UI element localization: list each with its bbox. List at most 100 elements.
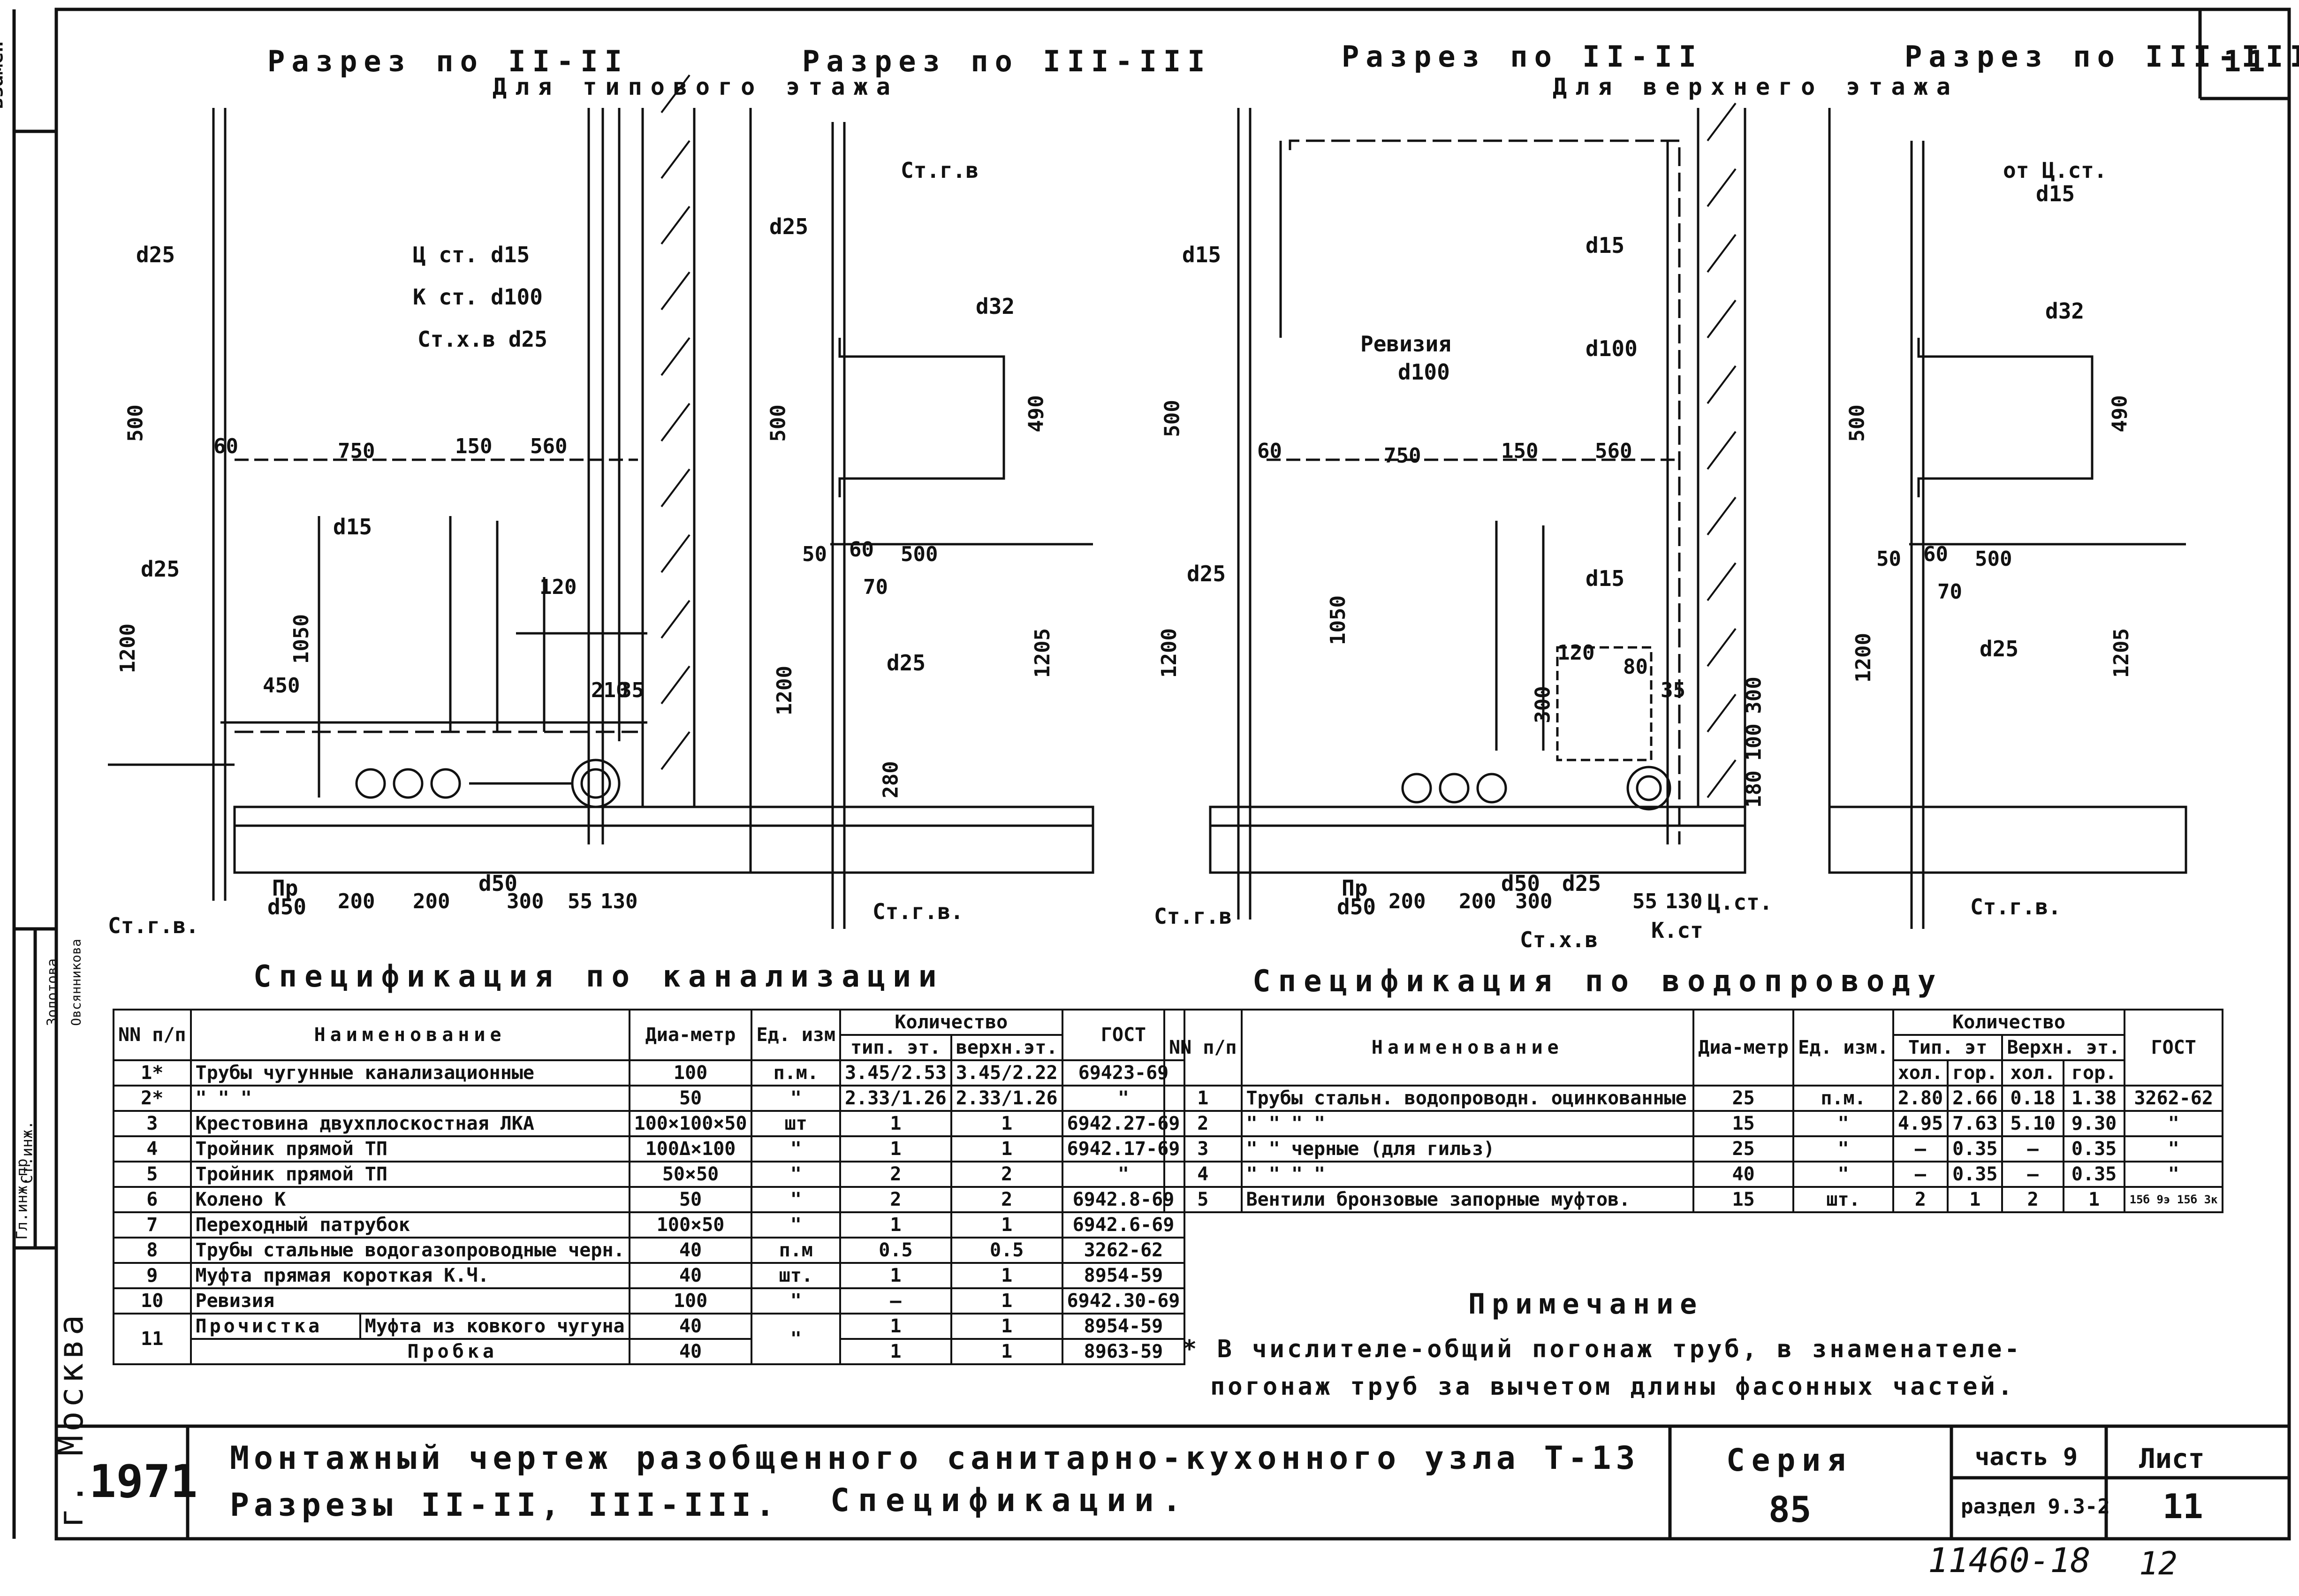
dim-200-a: 200 — [338, 889, 375, 913]
label-tsst: Ц.ст. — [1707, 889, 1773, 915]
dim-35-b: 35 — [1661, 678, 1685, 702]
dim-300-d: 300 — [1515, 889, 1553, 913]
label-d25-c: d25 — [769, 214, 809, 239]
cell-n: 7 — [113, 1211, 192, 1239]
water-col-top-cold: хол. — [2001, 1059, 2064, 1087]
stamp-title-3: Спецификации. — [830, 1482, 1190, 1519]
dim-50-b: 50 — [1876, 547, 1901, 571]
cell-top: 1 — [950, 1262, 1063, 1289]
label-d25-g: d25 — [1980, 636, 2019, 661]
cell-top: 1 — [950, 1135, 1063, 1163]
cell-typ: 2 — [839, 1186, 952, 1213]
stamp-bottom-number: 11460-18 — [1928, 1541, 2091, 1580]
dim-150-a: 150 — [455, 434, 493, 458]
cell-unit: " — [1792, 1135, 1894, 1163]
sewer-col-top: верхн.эт. — [950, 1034, 1063, 1061]
dim-70-b: 70 — [1937, 580, 1962, 604]
cell-uc: 2 — [2001, 1186, 2064, 1213]
cell-diam: 100×50 — [628, 1211, 753, 1239]
label-ts-d15: Ц ст. d15 — [413, 242, 530, 267]
cell-diam: 50×50 — [628, 1161, 753, 1188]
cell-tc: — — [1892, 1161, 1949, 1188]
table-row: 4" " " "40"—0.35—0.35" — [1163, 1161, 2223, 1188]
cell-name: " " " " — [1240, 1110, 1694, 1137]
cell-name: Переходный патрубок — [190, 1211, 630, 1239]
table-row: Пробка 40 1 1 8963-59 — [114, 1338, 1186, 1365]
cell-typ: 2.33/1.26 — [839, 1085, 952, 1112]
cell-diam: 40 — [628, 1313, 753, 1340]
stamp-section: раздел 9.3-2 — [1961, 1495, 2110, 1519]
cell-gost: 3262-62 — [2124, 1085, 2223, 1112]
dim-70-a: 70 — [863, 575, 888, 599]
cell-diam: 50 — [628, 1186, 753, 1213]
cell-gost: 3262-62 — [1061, 1237, 1186, 1264]
label-d15-a: d15 — [333, 514, 372, 540]
water-col-name: Наименование — [1240, 1009, 1694, 1087]
cell-tc: 2.80 — [1892, 1085, 1949, 1112]
table-row: 3" " черные (для гильз)25"—0.35—0.35" — [1163, 1135, 2223, 1163]
label-revizia: Ревизия — [1360, 331, 1451, 357]
dim-50-a: 50 — [802, 542, 827, 566]
dim-500-f: 500 — [1975, 547, 2012, 571]
cell-typ: 0.5 — [839, 1237, 952, 1264]
water-col-typ: Тип. эт — [1892, 1034, 2003, 1061]
dim-55-a: 55 — [568, 889, 592, 913]
sewer-col-typ: тип. эт. — [839, 1034, 952, 1061]
cell-th: 0.35 — [1947, 1135, 2003, 1163]
label-d100-b: d100 — [1586, 336, 1638, 361]
section-title-iii-typical: Разрез по III-III — [802, 44, 1212, 78]
stamp-year: 1971 — [89, 1455, 198, 1508]
cell-n: 5 — [1163, 1186, 1243, 1213]
cell-n: 9 — [113, 1262, 192, 1289]
cell-unit: п.м. — [1792, 1085, 1894, 1112]
note-title: Примечание — [1468, 1288, 1704, 1321]
cell-diam: 100 — [628, 1059, 753, 1087]
dim-1050-a: 1050 — [289, 614, 313, 664]
sewer-col-diam: Диа-метр — [628, 1009, 753, 1061]
cell-subname: Муфта из ковкого чугуна — [364, 1315, 625, 1337]
dim-560-a: 560 — [530, 434, 568, 458]
cell-unit: шт. — [751, 1262, 842, 1289]
label-stgv-b: Ст.г.в — [901, 158, 979, 183]
cell-subname: Пробка — [190, 1338, 630, 1365]
cell-n: 1 — [1163, 1085, 1243, 1112]
dim-100-a: 100 — [1742, 723, 1766, 761]
cell-top: 1 — [950, 1211, 1063, 1239]
dim-120-b: 120 — [1557, 641, 1595, 665]
label-d25-f: d25 — [1562, 871, 1601, 896]
table-row: 11 Прочистка Муфта из ковкого чугуна 40 … — [113, 1313, 1186, 1365]
cell-name: Тройник прямой ТП — [190, 1135, 630, 1163]
label-d25-a: d25 — [136, 242, 175, 267]
side-name-2: Овсянникова — [68, 939, 84, 1026]
water-col-unit: Ед. изм. — [1792, 1009, 1894, 1087]
sheet-corner-number: 11 — [2223, 44, 2272, 78]
section-subtitle-top: Для верхнего этажа — [1553, 73, 1959, 100]
dim-60-a: 60 — [213, 434, 238, 458]
cell-name: Вентили бронзовые запорные муфтов. — [1240, 1186, 1694, 1213]
dim-1205-b: 1205 — [2109, 628, 2133, 678]
label-pr-b: Пр — [1342, 875, 1368, 901]
cell-unit: п.м. — [751, 1059, 842, 1087]
cell-n: 2* — [113, 1085, 192, 1112]
cell-gost: " — [2124, 1110, 2223, 1137]
dim-1200-c: 1200 — [1157, 628, 1181, 678]
cell-n: 4 — [1163, 1161, 1243, 1188]
label-stgv-c: Ст.г.в. — [873, 899, 964, 924]
cell-n: 11 — [113, 1313, 192, 1365]
cell-diam: 15 — [1692, 1186, 1795, 1213]
dim-300-c: 300 — [1742, 676, 1766, 714]
water-col-gost: ГОСТ — [2124, 1009, 2223, 1087]
dim-55-b: 55 — [1632, 889, 1657, 913]
dim-1200-b: 1200 — [772, 666, 797, 715]
dim-35-a: 35 — [619, 678, 644, 702]
cell-n: 6 — [113, 1186, 192, 1213]
cell-unit: шт — [751, 1110, 842, 1137]
cell-diam: 100×100×50 — [628, 1110, 753, 1137]
sewer-col-name: Наименование — [190, 1009, 630, 1061]
cell-name: Трубы стальные водогазопроводные черн. — [190, 1237, 630, 1264]
